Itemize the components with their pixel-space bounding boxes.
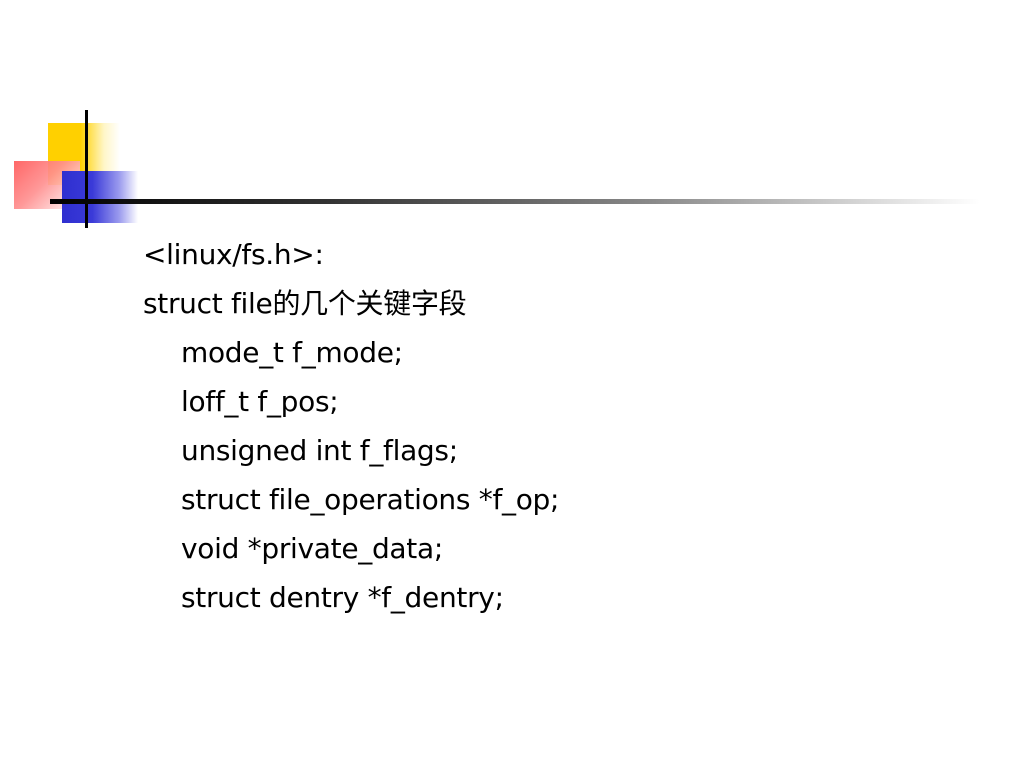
ornament-blue-square <box>62 171 138 223</box>
field-line-f-op: struct file_operations *f_op; <box>181 483 560 516</box>
field-line-private-data: void *private_data; <box>181 532 443 565</box>
field-line-f-flags: unsigned int f_flags; <box>181 434 458 467</box>
header-include-line: <linux/fs.h>: <box>143 238 324 271</box>
ornament-vertical-line <box>85 110 88 228</box>
field-line-f-mode: mode_t f_mode; <box>181 336 403 369</box>
struct-file-heading: struct file的几个关键字段 <box>143 287 467 320</box>
field-line-f-dentry: struct dentry *f_dentry; <box>181 581 504 614</box>
title-divider-line <box>50 199 980 204</box>
field-line-f-pos: loff_t f_pos; <box>181 385 339 418</box>
